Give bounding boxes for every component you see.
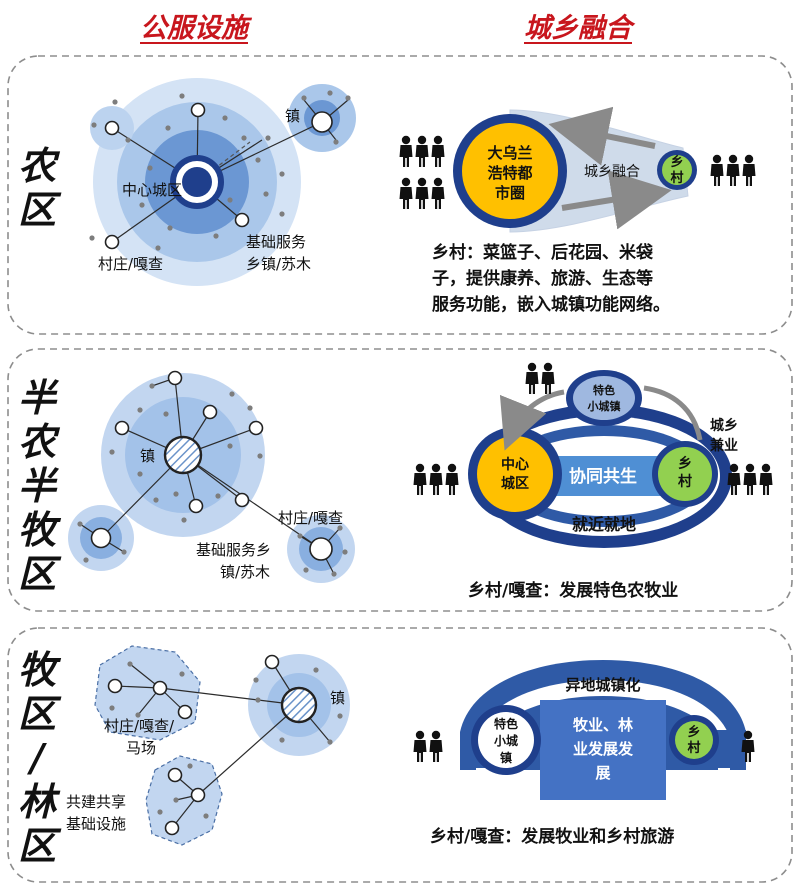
pastoral-urban-rural xyxy=(413,660,755,800)
farm-village-label: 村庄/嘎查 xyxy=(98,255,164,273)
p-village-char-1: 乡 xyxy=(687,724,700,740)
farm-service-label-2: 乡镇/苏木 xyxy=(246,255,312,273)
farm-desc-line-3: 服务功能，嵌入城镇功能网络。 xyxy=(432,295,670,315)
center-line-2: 城区 xyxy=(501,475,529,492)
side-label-2: 兼业 xyxy=(710,437,738,454)
semi-village-label: 村庄/嘎查 xyxy=(278,509,344,527)
village-core xyxy=(658,447,712,501)
collab-label: 协同共生 xyxy=(569,466,637,487)
farm-desc-line-2: 子，提供康养、旅游、生态等 xyxy=(432,269,653,289)
p-village-char-2: 村 xyxy=(687,740,700,756)
center-line-1: 中心 xyxy=(501,456,529,473)
zone-title-semi: 半 农 半 牧 区 xyxy=(17,375,56,596)
pastoral-network xyxy=(94,645,350,846)
farm-service-label-1: 基础服务 xyxy=(246,233,307,251)
shared-infra-label-1: 共建共享 xyxy=(66,793,127,811)
farm-town-label: 镇 xyxy=(285,107,301,125)
p-small-town-2: 小城 xyxy=(494,733,518,748)
small-town-line-1: 特色 xyxy=(593,383,615,397)
city-core xyxy=(462,123,558,219)
bottom-label: 就近就地 xyxy=(572,515,636,534)
arrow-to-village xyxy=(561,170,672,230)
pastoral-desc: 乡村/嘎查：发展牧业和乡村旅游 xyxy=(430,827,675,847)
semi-urban-rural xyxy=(413,362,773,548)
village-cluster-1 xyxy=(94,645,201,741)
farm-village-char-2: 村 xyxy=(670,170,683,186)
arrow-label: 城乡融合 xyxy=(584,164,640,180)
p-small-town-3: 镇 xyxy=(500,750,512,765)
pastoral-village-label-1: 村庄/嘎查/ xyxy=(104,717,175,735)
semi-desc: 乡村/嘎查：发展特色农牧业 xyxy=(468,581,679,601)
center-city-label: 中心城区 xyxy=(122,181,183,199)
p-small-town-1: 特色 xyxy=(494,716,518,731)
panel-farming-border xyxy=(7,55,793,335)
semi-service-label-2: 镇/苏木 xyxy=(220,563,271,581)
panel-pastoral-border xyxy=(7,627,793,883)
village-cluster-2 xyxy=(145,755,223,846)
farm-village-char-1: 乡 xyxy=(670,154,683,170)
center-core xyxy=(477,436,553,512)
pastoral-village-label-2: 马场 xyxy=(126,739,157,757)
farming-network xyxy=(89,78,356,286)
main-line-3: 展 xyxy=(595,764,610,782)
panel-semi-border xyxy=(7,348,793,612)
arc-left xyxy=(499,389,565,451)
main-line-1: 牧业、林 xyxy=(573,716,634,734)
semi-service-label-1: 基础服务乡 xyxy=(196,541,272,559)
city-line-3: 市圈 xyxy=(495,184,525,202)
small-town-core xyxy=(478,712,534,768)
arc-right xyxy=(643,385,703,441)
side-label-1: 城乡 xyxy=(710,417,738,434)
city-line-1: 大乌兰 xyxy=(487,144,532,162)
main-line-2: 业发展发 xyxy=(573,740,634,758)
arrow-to-city xyxy=(548,106,656,166)
shared-infra-label-2: 基础设施 xyxy=(66,815,127,833)
small-town-line-2: 小城镇 xyxy=(587,399,621,413)
semi-network xyxy=(68,370,355,583)
small-town-core xyxy=(573,376,635,420)
pastoral-town-label: 镇 xyxy=(330,689,346,707)
city-line-2: 浩特都 xyxy=(487,164,532,182)
semi-village-char-1: 乡 xyxy=(678,456,692,472)
header-public-services: 公服设施 xyxy=(140,13,248,44)
main-box xyxy=(540,700,666,800)
zone-title-pastoral: 牧 区 / 林 区 xyxy=(17,647,56,868)
zone-title-farming: 农 区 xyxy=(17,143,56,232)
farm-desc-line-1: 乡村：菜篮子、后花园、米袋 xyxy=(432,243,653,263)
header-urban-rural: 城乡融合 xyxy=(524,13,632,44)
semi-town-label: 镇 xyxy=(140,447,156,465)
semi-village-char-2: 村 xyxy=(678,473,692,490)
village-core xyxy=(675,721,713,759)
farming-urban-rural xyxy=(399,106,756,233)
relocation-label: 异地城镇化 xyxy=(565,676,640,694)
